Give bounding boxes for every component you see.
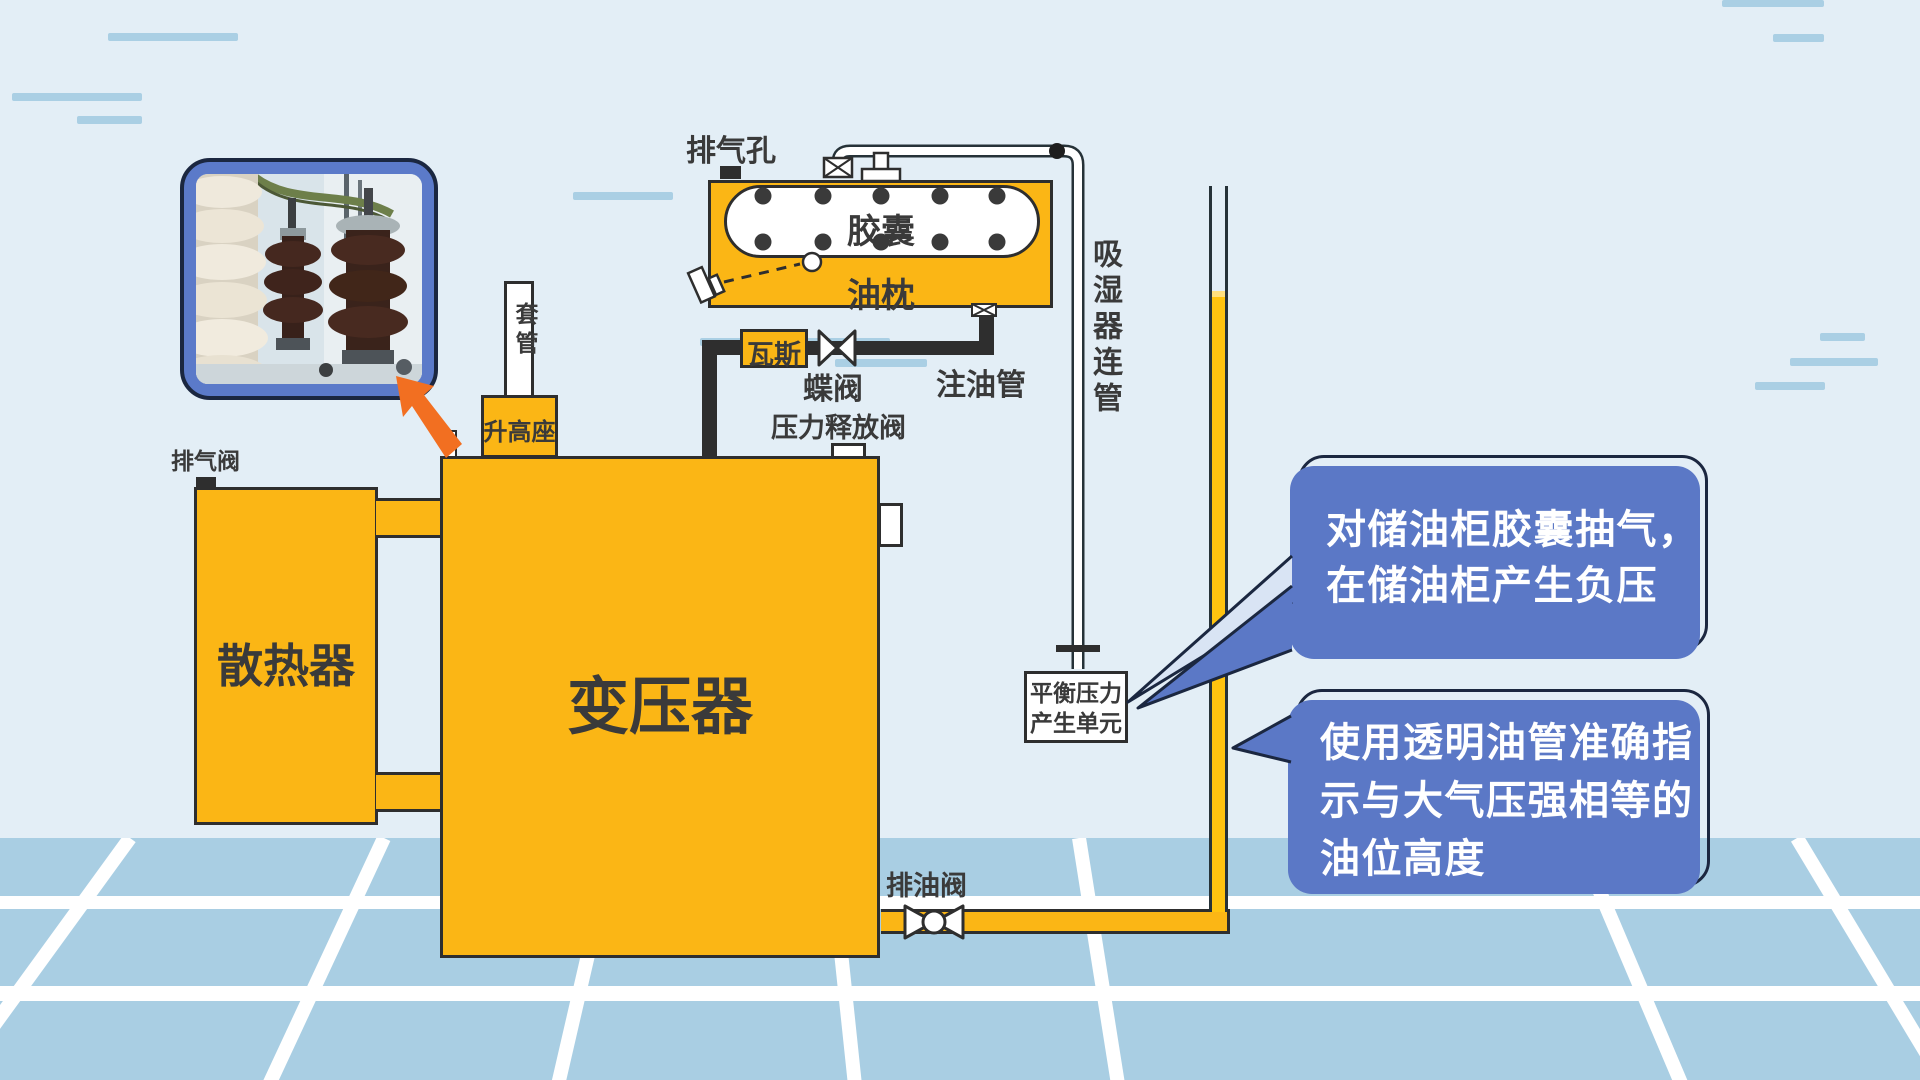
radiator-connector-top <box>376 498 442 538</box>
floor-grout-line <box>0 986 1920 1001</box>
oil-tube-left-wall <box>1209 186 1212 913</box>
deco-dash <box>77 116 142 124</box>
pressure-release-valve-box <box>831 443 866 459</box>
bushing-photo <box>196 174 422 384</box>
transformer-top-stub <box>445 430 457 458</box>
deco-dash <box>1790 358 1878 366</box>
oil-tube-right-wall <box>1225 186 1228 913</box>
deco-dash <box>12 93 142 101</box>
oil-pillow-label: 油枕 <box>847 276 915 316</box>
radiator-box <box>194 487 378 825</box>
oil-fill-pipe-riser <box>979 314 994 348</box>
oil-fill-pipe-horizontal <box>806 341 994 355</box>
pipe-junction-dot <box>1049 143 1065 159</box>
transformer-box <box>440 456 880 958</box>
pipe-flange-bar <box>1056 645 1100 652</box>
bubble2-line3: 油位高度 <box>1320 836 1486 882</box>
gas-relay-label: 瓦斯 <box>747 340 801 371</box>
balance-unit-box: 平衡压力 产生单元 <box>1024 671 1128 743</box>
deco-dash <box>108 33 238 41</box>
photo-inset <box>196 174 422 384</box>
oil-drain-valve-label: 排油阀 <box>886 871 967 902</box>
floor-grout-line <box>0 838 136 1080</box>
gas-pipe-vertical <box>702 340 717 458</box>
capsule-drop-pipe <box>872 151 890 174</box>
bubble2-line2: 示与大气压强相等的 <box>1320 778 1694 824</box>
deco-dash <box>573 192 673 200</box>
bubble1-line2: 在储油柜产生负压 <box>1326 563 1658 609</box>
capsule-label: 胶囊 <box>847 212 915 252</box>
balance-unit-line2: 产生单元 <box>1030 711 1122 737</box>
riser-seat-label: 升高座 <box>483 418 556 446</box>
floor-grout-line <box>200 838 391 1080</box>
pillow-vent-valve <box>822 156 854 179</box>
radiator-label: 散热器 <box>217 639 355 693</box>
bushing-label: 套管 <box>511 302 537 360</box>
bubble1 <box>1290 466 1700 659</box>
bushing-column <box>504 281 534 398</box>
drain-pipe-outline-top <box>881 909 1209 912</box>
drain-pipe-outline-right <box>1227 909 1230 934</box>
gas-pipe-horizontal <box>702 340 747 355</box>
deco-dash <box>1722 0 1824 7</box>
butterfly-valve-label: 蝶阀 <box>803 372 863 407</box>
small-brown-insulator <box>263 198 323 350</box>
bubble1-text: 对储油柜胶囊抽气， 在储油柜产生负压 <box>1326 502 1700 614</box>
gas-relay-box <box>740 329 808 368</box>
oil-fill-pipe-label: 注油管 <box>936 368 1026 403</box>
deco-dash <box>1820 333 1865 341</box>
exhaust-valve-label: 排气阀 <box>171 449 240 475</box>
radiator-exhaust-valve-cap <box>196 477 216 488</box>
absorber-pipe-label: 吸湿器连管 <box>1087 238 1122 418</box>
drain-pipe-outline-bottom <box>881 931 1230 934</box>
deco-dash <box>1755 382 1825 390</box>
pillow-bottom-valve <box>971 303 997 317</box>
bubble2-tail <box>1231 714 1292 764</box>
radiator-connector-bottom <box>376 772 442 812</box>
exhaust-hole-label: 排气孔 <box>686 134 776 169</box>
floor-grout-line <box>1790 838 1920 1080</box>
exhaust-hole-cap <box>720 166 741 179</box>
large-brown-insulator <box>328 188 408 364</box>
transformer-label: 变压器 <box>566 670 753 743</box>
bubble1-line1: 对储油柜胶囊抽气， <box>1326 507 1700 553</box>
drain-pipe <box>881 912 1230 931</box>
pressure-release-valve-label: 压力释放阀 <box>771 413 906 444</box>
bubble2-line1: 使用透明油管准确指 <box>1320 720 1694 766</box>
transformer-side-fitting <box>878 503 903 547</box>
bubble2-text: 使用透明油管准确指 示与大气压强相等的 油位高度 <box>1320 714 1694 888</box>
balance-unit-line1: 平衡压力 <box>1030 681 1122 707</box>
oil-level-column <box>1212 291 1225 931</box>
floor-grout-line <box>1072 838 1152 1080</box>
oil-meniscus <box>1212 291 1225 297</box>
bubble2 <box>1288 700 1700 894</box>
deco-dash <box>1773 34 1824 42</box>
